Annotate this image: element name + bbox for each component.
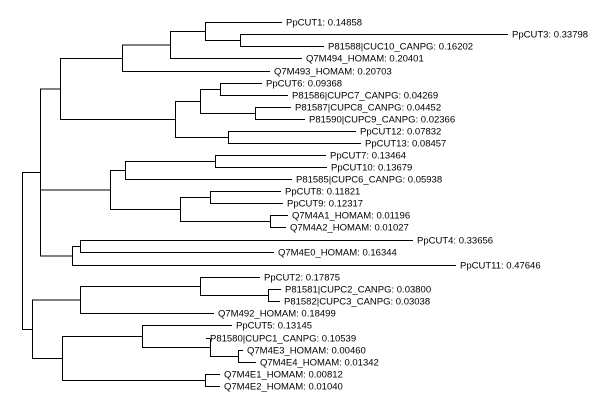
leaf-label: PpCUT6: 0.09368	[266, 79, 342, 90]
leaf-label: P81581|CUPC2_CANPG: 0.03800	[285, 285, 431, 296]
leaf-label: Q7M4E2_HOMAM: 0.01040	[224, 382, 343, 393]
leaf-label: P81580|CUPC1_CANPG: 0.10539	[210, 334, 356, 345]
leaf-label: P81585|CUPC6_CANPG: 0.05938	[296, 175, 442, 186]
leaf-label: PpCUT1: 0.14858	[286, 18, 362, 29]
leaf-label: Q7M492_HOMAM: 0.18499	[218, 309, 336, 320]
leaf-label: PpCUT13: 0.08457	[365, 139, 446, 150]
leaf-label: PpCUT3: 0.33798	[512, 30, 588, 41]
leaf-label: PpCUT8: 0.11821	[285, 187, 360, 198]
leaf-label: PpCUT10: 0.13679	[331, 163, 412, 174]
leaf-label: Q7M4E3_HOMAM: 0.00460	[247, 346, 366, 357]
leaf-label: PpCUT4: 0.33656	[417, 236, 493, 247]
leaf-label: PpCUT5: 0.13145	[236, 321, 312, 332]
leaf-label: Q7M494_HOMAM: 0.20401	[306, 54, 424, 65]
leaf-label: PpCUT12: 0.07832	[360, 127, 441, 138]
leaf-label: Q7M493_HOMAM: 0.20703	[274, 67, 392, 78]
leaf-label: Q7M4E1_HOMAM: 0.00812	[224, 370, 343, 381]
leaf-label: P81588|CUC10_CANPG: 0.16202	[328, 42, 473, 53]
leaf-label: P81582|CUPC3_CANPG: 0.03038	[284, 297, 430, 308]
leaf-label: Q7M4A1_HOMAM: 0.01196	[292, 211, 410, 222]
leaf-label: PpCUT11: 0.47646	[460, 261, 541, 272]
leaf-label: PpCUT9: 0.12317	[287, 199, 363, 210]
tree-branches	[22, 22, 508, 387]
leaf-label: P81587|CUPC8_CANPG: 0.04452	[295, 103, 441, 114]
leaf-label: PpCUT2: 0.17875	[264, 273, 340, 284]
leaf-label: Q7M4E0_HOMAM: 0.16344	[278, 248, 397, 259]
leaf-label: PpCUT7: 0.13464	[330, 151, 406, 162]
leaf-label: P81590|CUPC9_CANPG: 0.02366	[309, 115, 455, 126]
leaf-label: Q7M4A2_HOMAM: 0.01027	[290, 223, 409, 234]
leaf-label: P81586|CUPC7_CANPG: 0.04269	[292, 91, 438, 102]
leaf-label: Q7M4E4_HOMAM: 0.01342	[260, 358, 379, 369]
